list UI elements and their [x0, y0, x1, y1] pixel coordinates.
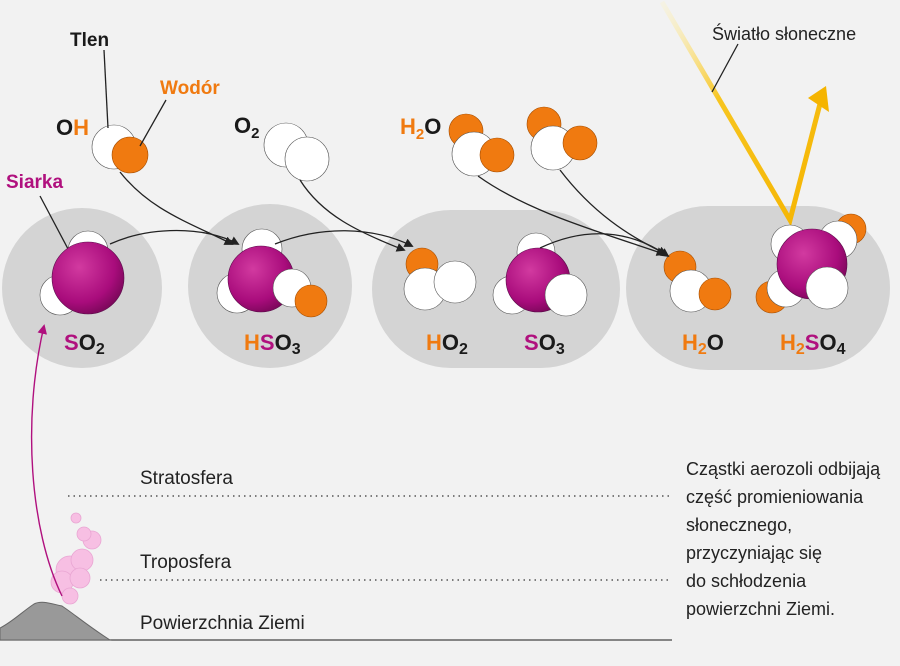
note-line: przyczyniając się — [686, 543, 822, 563]
note-line: do schłodzenia — [686, 571, 807, 591]
label-wodor: Wodór — [160, 78, 220, 99]
sunlight-arrowhead — [808, 86, 829, 112]
formula-h2o: H2O — [682, 330, 724, 358]
sunlight-ray — [659, 0, 825, 227]
volcano-icon — [0, 601, 112, 641]
label-siarka: Siarka — [6, 172, 63, 193]
layer-stratosfera: Stratosfera — [140, 468, 233, 489]
molecule-h2so4 — [755, 213, 867, 314]
molecule-ho2 — [403, 247, 477, 311]
note-line: część promieniowania — [686, 487, 864, 507]
formula-h2so4: H2SO4 — [780, 330, 846, 358]
molecule-so3 — [492, 232, 588, 317]
formula-oh: OH — [56, 115, 89, 140]
formula-o2-top: O2 — [234, 113, 259, 142]
aerosol-note: Cząstki aerozoli odbijają część promieni… — [686, 459, 881, 619]
ash-plume-icon — [50, 512, 102, 605]
arrow-h2o1-h2o — [477, 175, 666, 256]
molecule-so2 — [39, 230, 125, 316]
note-line: słonecznego, — [686, 515, 792, 535]
molecule-o2 — [263, 122, 330, 182]
molecule-hso3 — [216, 228, 328, 318]
formula-ho2: HO2 — [426, 330, 468, 358]
formula-hso3: HSO3 — [244, 330, 301, 358]
formula-h2o-top: H2O — [400, 114, 441, 143]
molecule-h2o-top-2 — [526, 106, 598, 171]
wodor-leader — [139, 99, 167, 147]
layer-powierzchnia: Powierzchnia Ziemi — [140, 613, 305, 634]
tlen-leader — [103, 49, 109, 129]
formula-so3: SO3 — [524, 330, 565, 358]
arrow-hso3-ho2 — [274, 230, 414, 247]
arrow-so3-h2o — [539, 233, 670, 258]
molecule-oh — [91, 124, 149, 174]
layer-troposfera: Troposfera — [140, 552, 232, 573]
arrow-oh-hso3 — [119, 171, 234, 245]
molecule-h2o — [663, 250, 732, 313]
note-line: Cząstki aerozoli odbijają — [686, 459, 881, 479]
label-tlen: Tlen — [70, 30, 109, 51]
sunlight-label: Światło słoneczne — [712, 23, 856, 44]
formula-so2: SO2 — [64, 330, 105, 358]
arrow-o2-ho2 — [299, 179, 406, 252]
note-line: powierzchni Ziemi. — [686, 599, 835, 619]
molecule-h2o-top-1 — [448, 113, 515, 177]
arrow-volcano-so2 — [30, 324, 63, 597]
sunlight-leader — [711, 43, 739, 93]
